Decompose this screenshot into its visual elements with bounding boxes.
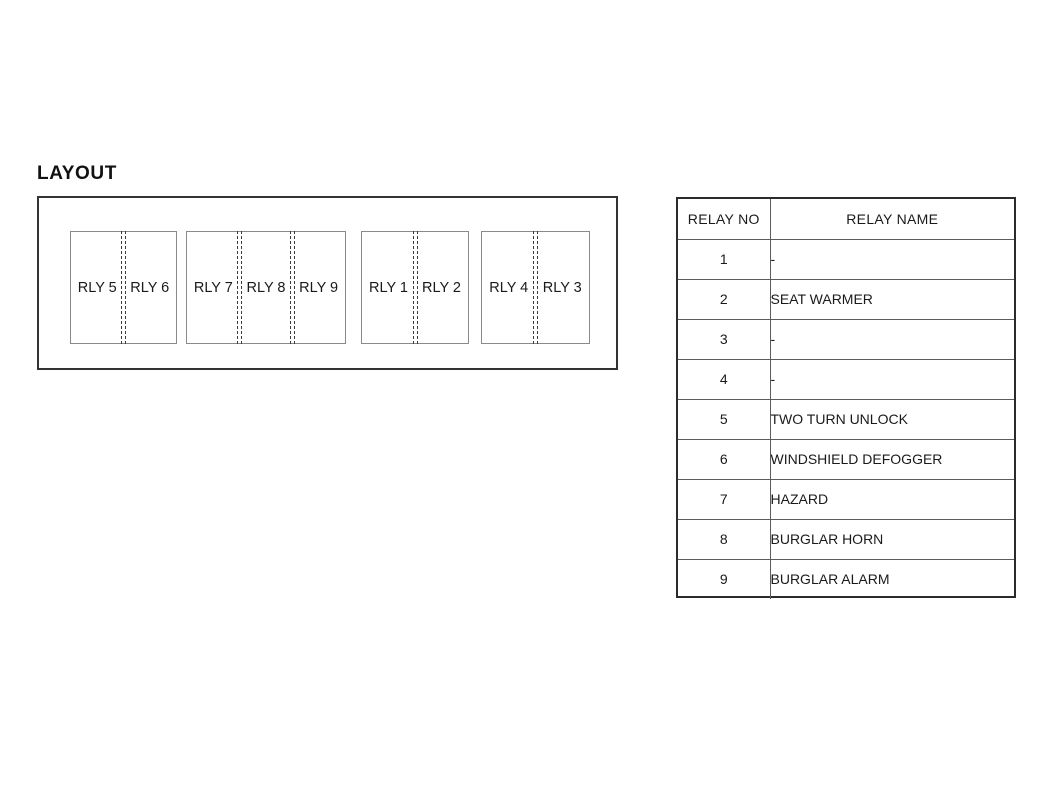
relay-group: RLY 7 RLY 8 RLY 9 xyxy=(186,231,346,344)
table-header-row: RELAY NO RELAY NAME xyxy=(678,199,1014,240)
table-row: 6 WINDSHIELD DEFOGGER xyxy=(678,438,1014,480)
relay-group: RLY 1 RLY 2 xyxy=(361,231,469,344)
table-row: 5 TWO TURN UNLOCK xyxy=(678,398,1014,440)
cell-relay-name: - xyxy=(769,318,1014,360)
cell-relay-no: 2 xyxy=(678,278,771,320)
table-row: 9 BURGLAR ALARM xyxy=(678,558,1014,599)
cell-relay-name: SEAT WARMER xyxy=(769,278,1014,320)
table-row: 8 BURGLAR HORN xyxy=(678,518,1014,560)
cell-relay-name: TWO TURN UNLOCK xyxy=(769,398,1014,440)
cell-relay-no: 5 xyxy=(678,398,771,440)
column-header-relay-no: RELAY NO xyxy=(678,199,771,240)
relay-slot[interactable]: RLY 3 xyxy=(533,231,590,344)
column-header-relay-name: RELAY NAME xyxy=(769,199,1014,240)
relay-slot[interactable]: RLY 8 xyxy=(237,231,293,344)
table-row: 1 - xyxy=(678,238,1014,280)
cell-relay-no: 4 xyxy=(678,358,771,400)
relay-legend-table: RELAY NO RELAY NAME 1 - 2 SEAT WARMER 3 … xyxy=(676,197,1016,599)
table-row: 2 SEAT WARMER xyxy=(678,278,1014,320)
cell-relay-no: 8 xyxy=(678,518,771,560)
cell-relay-name: - xyxy=(769,238,1014,280)
cell-relay-name: BURGLAR HORN xyxy=(769,518,1014,560)
cell-relay-no: 1 xyxy=(678,238,771,280)
table-row: 3 - xyxy=(678,318,1014,360)
relay-slot[interactable]: RLY 5 xyxy=(77,279,117,296)
relay-slot[interactable]: RLY 2 xyxy=(412,231,468,344)
relay-group: RLY 4 RLY 3 xyxy=(481,231,590,344)
relay-slot[interactable]: RLY 9 xyxy=(289,231,345,344)
cell-relay-no: 7 xyxy=(678,478,771,520)
cell-relay-name: WINDSHIELD DEFOGGER xyxy=(769,438,1014,480)
cell-relay-no: 6 xyxy=(678,438,771,480)
relay-slot[interactable]: RLY 1 xyxy=(369,279,408,296)
cell-relay-no: 9 xyxy=(678,558,771,599)
cell-relay-name: - xyxy=(769,358,1014,400)
relay-slot[interactable]: RLY 6 xyxy=(121,231,177,344)
layout-section-title: LAYOUT xyxy=(37,163,117,184)
cell-relay-no: 3 xyxy=(678,318,771,360)
cell-relay-name: HAZARD xyxy=(769,478,1014,520)
table-row: 4 - xyxy=(678,358,1014,400)
relay-layout-panel: RLY 5 RLY 6 RLY 7 RLY 8 RLY 9 RLY 1 RLY … xyxy=(37,196,618,370)
cell-relay-name: BURGLAR ALARM xyxy=(769,558,1014,599)
table-row: 7 HAZARD xyxy=(678,478,1014,520)
relay-slot[interactable]: RLY 4 xyxy=(489,279,529,296)
relay-group: RLY 5 RLY 6 xyxy=(70,231,177,344)
relay-slot[interactable]: RLY 7 xyxy=(193,279,233,296)
